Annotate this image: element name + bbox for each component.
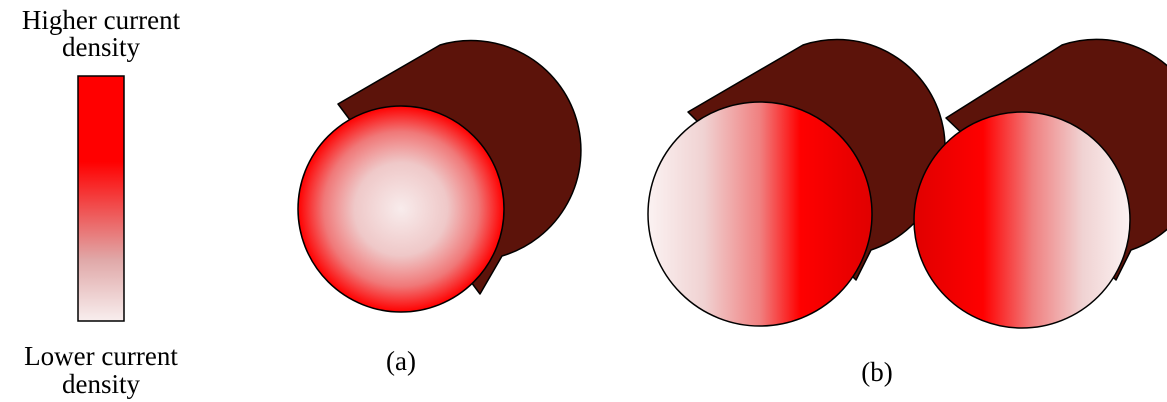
conductor-b-right (913, 38, 1167, 329)
conductor-b-left-cross-section (647, 101, 873, 327)
conductor-b-left (647, 38, 946, 327)
caption-b: (b) (861, 357, 892, 387)
legend-bottom-label-line1: Lower current (24, 341, 178, 371)
conductor-a-cross-section (297, 105, 505, 313)
panel-b: (b) (647, 38, 1167, 387)
conductor-a (297, 39, 582, 313)
color-scale-bar (77, 75, 125, 322)
panel-a: (a) (297, 39, 582, 376)
legend-top-label-line1: Higher current (22, 5, 181, 35)
legend: Higher current density Lower current den… (22, 5, 181, 399)
caption-a: (a) (386, 346, 416, 376)
legend-top-label-line2: density (62, 32, 140, 62)
conductor-b-right-cross-section (913, 111, 1131, 329)
legend-bottom-label-line2: density (62, 369, 140, 399)
